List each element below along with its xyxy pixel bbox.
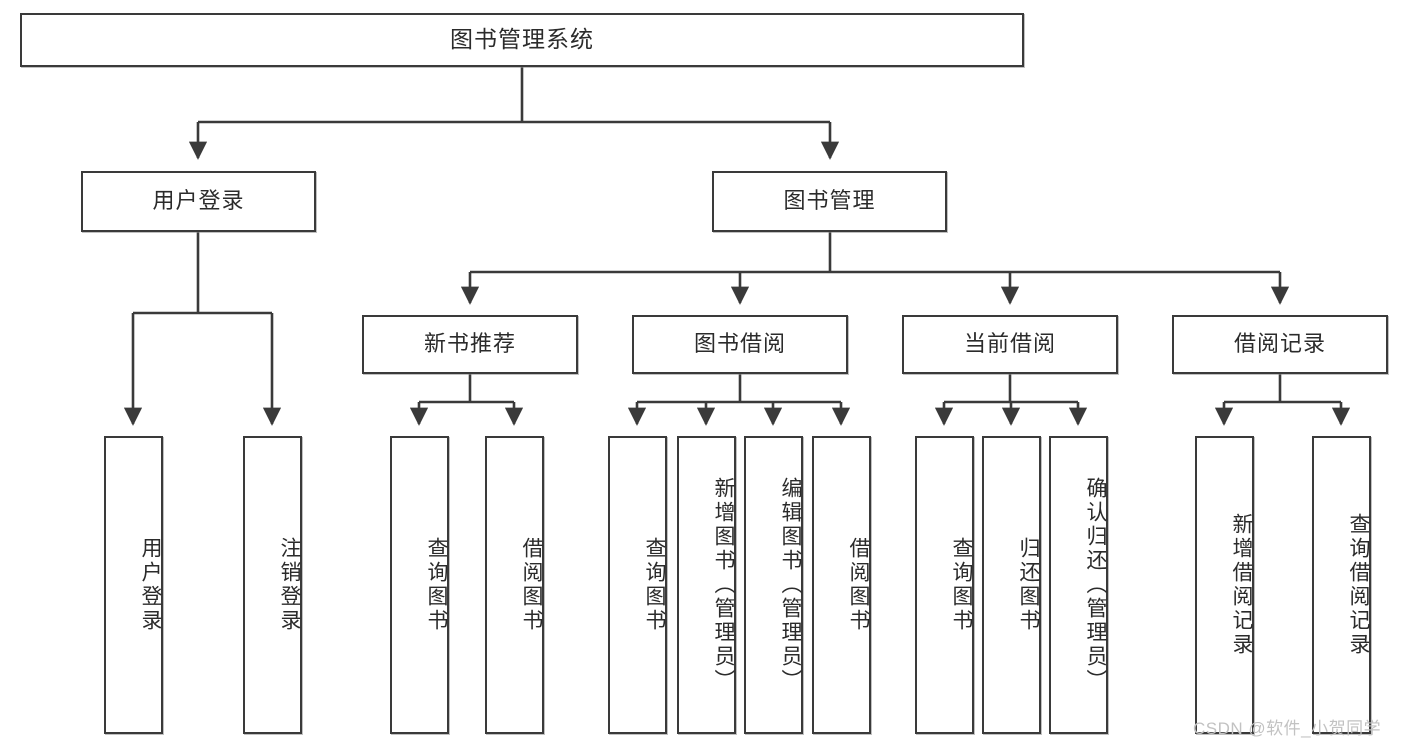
leaf-user-login-signout-label: 注销登录 <box>278 537 301 633</box>
node-root[interactable]: 图书管理系统 <box>20 13 1024 67</box>
csdn-watermark: CSDN @软件_小贺同学 <box>1193 719 1382 738</box>
leaf-borrow-query-book-label: 查询图书 <box>643 537 666 633</box>
leaf-new-book-query[interactable]: 查询图书 <box>390 436 449 734</box>
node-borrow-records[interactable]: 借阅记录 <box>1172 315 1388 374</box>
leaf-current-query-book[interactable]: 查询图书 <box>915 436 974 734</box>
leaf-current-return-book[interactable]: 归还图书 <box>982 436 1041 734</box>
node-user-login[interactable]: 用户登录 <box>81 171 316 232</box>
leaf-current-query-book-label: 查询图书 <box>950 537 973 633</box>
node-book-borrow[interactable]: 图书借阅 <box>632 315 848 374</box>
node-root-label: 图书管理系统 <box>450 26 594 53</box>
leaf-records-add[interactable]: 新增借阅记录 <box>1195 436 1254 734</box>
node-current-borrow[interactable]: 当前借阅 <box>902 315 1118 374</box>
leaf-user-login-signout[interactable]: 注销登录 <box>243 436 302 734</box>
node-book-management-label: 图书管理 <box>783 188 876 214</box>
leaf-borrow-edit-book[interactable]: 编辑图书（管理员） <box>744 436 803 734</box>
leaf-user-login-signin[interactable]: 用户登录 <box>104 436 163 734</box>
leaf-borrow-add-book-label: 新增图书（管理员） <box>712 477 735 693</box>
leaf-records-query-label: 查询借阅记录 <box>1347 513 1370 657</box>
node-borrow-records-label: 借阅记录 <box>1233 331 1326 357</box>
node-new-book-recommend[interactable]: 新书推荐 <box>362 315 578 374</box>
leaf-borrow-borrow-book-label: 借阅图书 <box>847 537 870 633</box>
leaf-borrow-borrow-book[interactable]: 借阅图书 <box>812 436 871 734</box>
leaf-current-return-book-label: 归还图书 <box>1017 537 1040 633</box>
node-new-book-recommend-label: 新书推荐 <box>423 331 516 357</box>
node-user-login-label: 用户登录 <box>152 188 245 214</box>
leaf-user-login-signin-label: 用户登录 <box>139 537 162 633</box>
leaf-borrow-query-book[interactable]: 查询图书 <box>608 436 667 734</box>
leaf-borrow-edit-book-label: 编辑图书（管理员） <box>779 477 802 693</box>
node-book-management[interactable]: 图书管理 <box>712 171 947 232</box>
leaf-new-book-borrow[interactable]: 借阅图书 <box>485 436 544 734</box>
leaf-records-add-label: 新增借阅记录 <box>1230 513 1253 657</box>
leaf-new-book-borrow-label: 借阅图书 <box>520 537 543 633</box>
leaf-new-book-query-label: 查询图书 <box>425 537 448 633</box>
leaf-current-confirm-return[interactable]: 确认归还（管理员） <box>1049 436 1108 734</box>
leaf-borrow-add-book[interactable]: 新增图书（管理员） <box>677 436 736 734</box>
node-current-borrow-label: 当前借阅 <box>963 331 1056 357</box>
leaf-records-query[interactable]: 查询借阅记录 <box>1312 436 1371 734</box>
leaf-current-confirm-return-label: 确认归还（管理员） <box>1084 477 1107 693</box>
node-book-borrow-label: 图书借阅 <box>693 331 786 357</box>
